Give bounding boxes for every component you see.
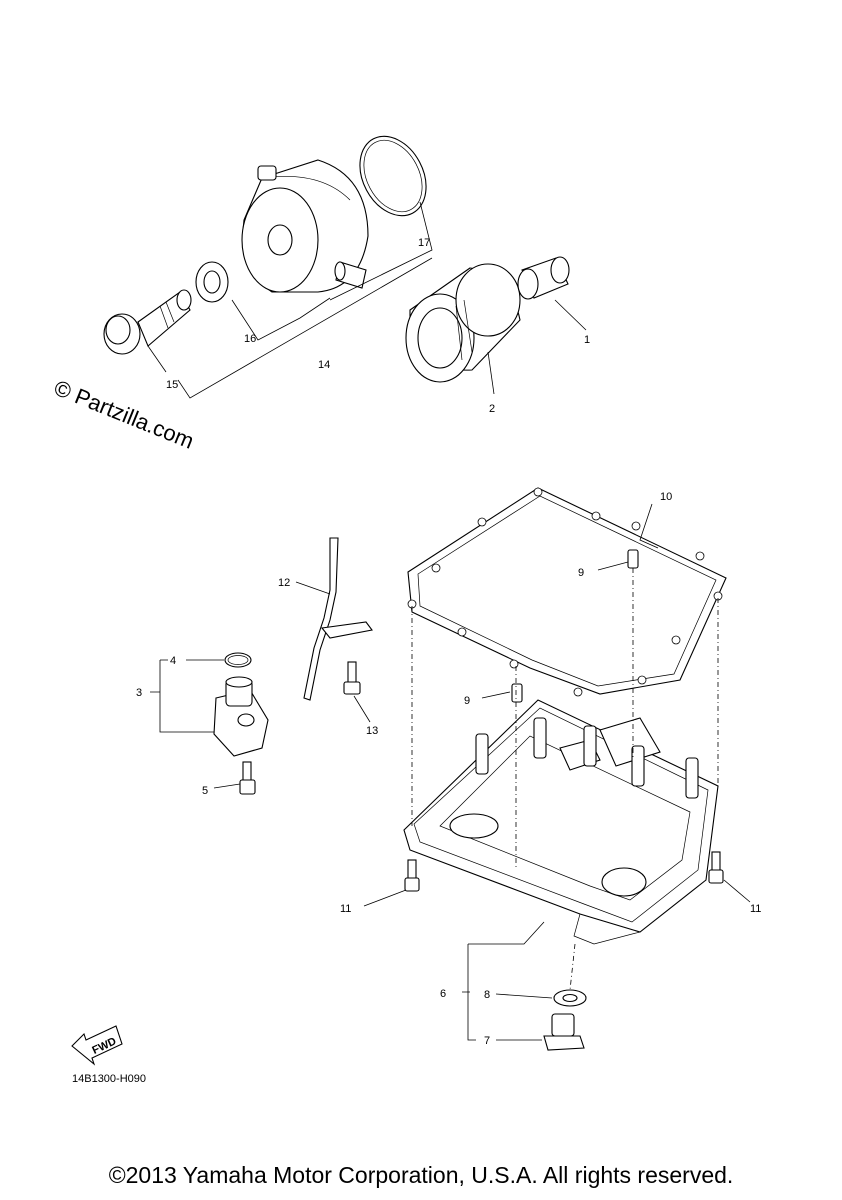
copyright-notice: ©2013 Yamaha Motor Corporation, U.S.A. A… bbox=[108, 1162, 734, 1188]
diagram-code: 14B1300-H090 bbox=[72, 1073, 147, 1085]
callout-5: 5 bbox=[202, 785, 208, 797]
drain-bolt-7 bbox=[543, 1013, 585, 1051]
callout-1: 1 bbox=[584, 334, 590, 346]
bolt-13 bbox=[343, 661, 361, 695]
callout-15: 15 bbox=[166, 379, 178, 391]
gasket-10 bbox=[407, 487, 727, 697]
oil-level-switch-3 bbox=[213, 676, 269, 757]
oil-pan-6 bbox=[403, 699, 719, 945]
washer-8 bbox=[553, 989, 587, 1007]
callout-2: 2 bbox=[489, 403, 495, 415]
callout-6: 6 bbox=[440, 988, 446, 1000]
callout-3: 3 bbox=[136, 687, 142, 699]
callout-16: 16 bbox=[244, 333, 256, 345]
dowel-pin-9a bbox=[627, 549, 639, 569]
bolt-11b bbox=[708, 851, 724, 884]
callout-9a: 9 bbox=[578, 567, 584, 579]
dowel-pin-9b bbox=[511, 683, 523, 703]
bolt-5 bbox=[239, 761, 256, 795]
callout-7: 7 bbox=[484, 1035, 490, 1047]
o-ring-17 bbox=[359, 135, 427, 217]
union-bolt-15 bbox=[103, 289, 192, 355]
callout-11b: 11 bbox=[750, 903, 761, 915]
callout-14: 14 bbox=[318, 359, 330, 371]
callout-11a: 11 bbox=[340, 903, 351, 915]
oil-cooler-14 bbox=[241, 159, 369, 293]
washer-16 bbox=[195, 261, 229, 303]
breather-pipe-12 bbox=[303, 537, 373, 701]
bolt-11a bbox=[404, 859, 420, 892]
leader-lines bbox=[147, 201, 751, 1041]
callout-8: 8 bbox=[484, 989, 490, 1001]
callout-4: 4 bbox=[170, 655, 176, 667]
callout-12: 12 bbox=[278, 577, 290, 589]
callout-13: 13 bbox=[366, 725, 378, 737]
callout-17: 17 bbox=[418, 237, 430, 249]
assembly-lines bbox=[411, 568, 719, 991]
callout-10: 10 bbox=[660, 491, 672, 503]
callout-9b: 9 bbox=[464, 695, 470, 707]
fwd-arrow-icon: FWD bbox=[71, 1025, 123, 1066]
oil-filter-2 bbox=[405, 263, 521, 383]
pipe-fitting-1 bbox=[517, 256, 570, 300]
callout-numbers: 1 2 3 4 5 6 7 8 9 9 10 11 11 12 13 14 15… bbox=[136, 237, 761, 1047]
o-ring-4 bbox=[224, 652, 252, 668]
